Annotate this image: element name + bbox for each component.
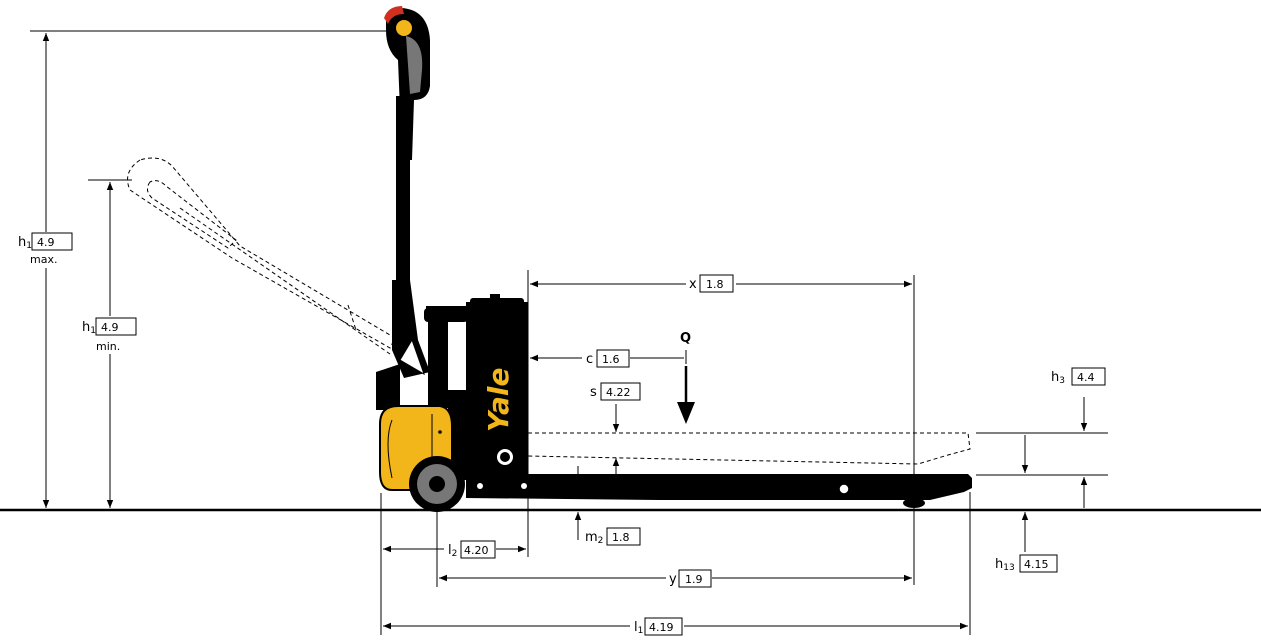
housing-bolt-inner (500, 452, 510, 462)
dim-m2: m2 1.8 (585, 527, 641, 546)
battery-housing (426, 306, 470, 312)
dim-h13: h13 4.15 (995, 554, 1058, 573)
svg-text:min.: min. (96, 340, 120, 353)
housing-knob (490, 294, 500, 300)
fork-hole (521, 483, 527, 489)
dim-s: s 4.22 (590, 382, 641, 401)
svg-text:s: s (590, 385, 597, 400)
brand-logo: Yale (482, 368, 515, 432)
svg-text:4.20: 4.20 (464, 544, 489, 557)
hydraulic-column (428, 318, 448, 408)
load-roller (903, 498, 925, 508)
svg-text:4.4: 4.4 (1077, 371, 1095, 384)
svg-text:h13: h13 (995, 557, 1015, 573)
dim-x: x 1.8 (689, 274, 734, 293)
dim-h14-max: h14 4.9 max. (18, 232, 73, 266)
fork (466, 474, 972, 500)
svg-text:4.19: 4.19 (649, 621, 674, 634)
svg-text:4.22: 4.22 (606, 386, 631, 399)
fork-hole-large (838, 483, 850, 495)
tiller-triangle (399, 338, 425, 376)
dim-h14-min: h14 4.9 min. (82, 317, 137, 353)
handle-yellow-cap (396, 20, 412, 36)
housing-top (470, 298, 524, 306)
svg-text:1.8: 1.8 (706, 278, 724, 291)
svg-text:1.6: 1.6 (602, 353, 620, 366)
svg-text:y: y (669, 572, 677, 587)
forks-raised-outline (527, 432, 971, 465)
svg-text:4.9: 4.9 (37, 236, 55, 249)
drive-cover-detail (387, 419, 393, 479)
svg-text:4.9: 4.9 (101, 321, 119, 334)
extension-lines (30, 30, 1108, 635)
dim-l1: l1 4.19 (634, 617, 683, 636)
svg-text:m2: m2 (585, 530, 603, 546)
svg-text:1.8: 1.8 (612, 531, 630, 544)
svg-text:4.15: 4.15 (1024, 558, 1049, 571)
left-bracket (376, 364, 400, 410)
svg-text:h3: h3 (1051, 370, 1065, 386)
svg-text:1.9: 1.9 (685, 573, 703, 586)
drive-cover-dot (438, 430, 442, 434)
svg-text:x: x (689, 277, 697, 292)
svg-text:l2: l2 (448, 543, 457, 559)
dim-c: c 1.6 (586, 349, 630, 368)
handle-lowered-outline (127, 157, 396, 355)
svg-text:c: c (586, 352, 593, 367)
tiller-shaft (396, 96, 410, 286)
dim-h3: h3 4.4 (1051, 367, 1106, 386)
drive-wheel-hub (429, 476, 445, 492)
load-arrow (677, 366, 695, 424)
tiller-grip (386, 8, 430, 160)
svg-text:max.: max. (30, 253, 57, 266)
fork-hole (477, 483, 483, 489)
dim-y: y 1.9 (669, 569, 712, 588)
main-housing (466, 302, 528, 474)
tiller-base (392, 280, 430, 378)
pallet-truck: Yale (376, 6, 972, 512)
dimension-arrows (42, 33, 1088, 630)
load-label: Q (680, 331, 691, 346)
svg-text:l1: l1 (634, 620, 643, 636)
dim-l2: l2 4.20 (448, 540, 496, 559)
handle-red-cap (384, 6, 404, 24)
tiller-grip-panel (406, 36, 423, 94)
